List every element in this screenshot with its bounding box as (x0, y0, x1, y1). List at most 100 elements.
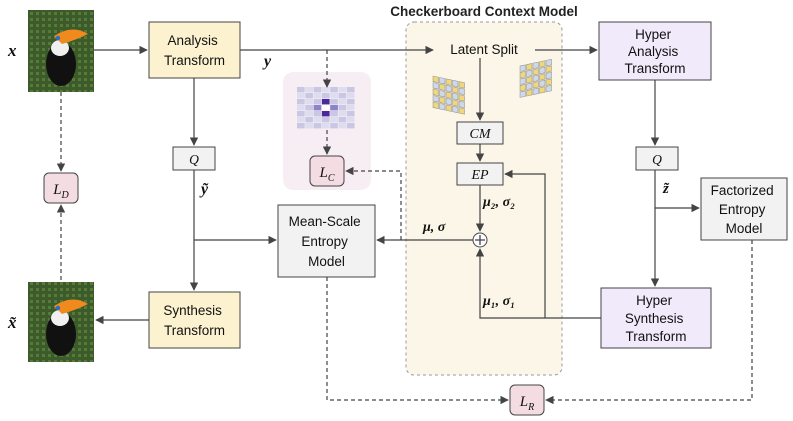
grid-cell (452, 105, 459, 114)
loss-lr-box (509, 384, 545, 416)
grid-cell (452, 99, 459, 107)
hyper-analysis-label: Hyper Analysis Transform (624, 27, 685, 76)
grid-cell (346, 99, 355, 105)
grid-cell (458, 87, 465, 95)
grid-cell (519, 64, 526, 72)
grid-cell (313, 87, 322, 93)
grid-cell (432, 88, 439, 96)
grid-cell (519, 77, 526, 85)
grid-cell (458, 81, 465, 89)
grid-cell (526, 89, 533, 97)
loss-ld-box (43, 172, 79, 204)
grid-cell (445, 84, 452, 93)
grid-cell (338, 93, 347, 99)
grid-cell (445, 97, 452, 106)
grid-cell (445, 104, 452, 112)
grid-cell (305, 117, 313, 123)
grid-cell (297, 123, 305, 129)
grid-cell (458, 100, 465, 108)
grid-cell (526, 76, 533, 84)
latent-split-label: Latent Split (450, 42, 518, 57)
sum-plus-icon (475, 235, 485, 245)
loss-lc-box (309, 155, 345, 187)
grid-cell (313, 111, 322, 117)
grid-cell (445, 78, 452, 86)
grid-cell (330, 123, 338, 129)
factorized-entropy-label: Factorized Entropy Model (711, 183, 778, 236)
grid-cell (452, 92, 459, 101)
grid-cell (432, 82, 439, 90)
grid-cell (321, 117, 330, 123)
grid-cell (439, 77, 446, 85)
grid-cell (545, 72, 552, 80)
grid-cell (338, 111, 347, 117)
context-mask-grid (297, 87, 355, 129)
grid-cell (526, 63, 533, 71)
mean-scale-entropy-block (277, 204, 376, 278)
symbol-x: x (7, 41, 17, 60)
grid-cell (321, 87, 330, 93)
grid-cell (458, 94, 465, 102)
symbol-y: y (262, 53, 272, 70)
factorized-entropy-block (700, 177, 788, 241)
grid-cell (321, 123, 330, 129)
arrow-hyper-synthesis-to-sum (475, 248, 601, 319)
grid-cell (297, 93, 305, 99)
grid-cell (330, 105, 338, 111)
grid-cell (519, 84, 526, 92)
loss-lc-label: LC (318, 165, 334, 184)
grid-cell (458, 107, 465, 115)
grid-cell (338, 105, 347, 111)
symbol-y-hat: ỹ (199, 181, 209, 198)
grid-cell (545, 78, 552, 86)
analysis-transform-block (148, 21, 241, 79)
cm-label: CM (470, 127, 492, 142)
quantizer-hyper-label: Q (652, 152, 662, 167)
symbol-z-hat: z̃ (662, 181, 670, 197)
grid-cell (532, 81, 539, 89)
grid-cell (532, 87, 539, 96)
grid-cell (305, 123, 313, 129)
input-image (28, 10, 94, 92)
symbol-x-hat: x̃ (7, 313, 17, 332)
quantizer-hyper (635, 146, 679, 171)
ep-label: EP (470, 168, 489, 183)
grid-cell (432, 101, 439, 109)
grid-cell (539, 60, 546, 68)
context-model-title: Checkerboard Context Model (390, 4, 578, 19)
grid-cell (297, 111, 305, 117)
grid-cell (532, 74, 539, 83)
grid-cell (330, 117, 338, 123)
grid-cell (313, 123, 322, 129)
reconstructed-image (28, 282, 94, 362)
grid-cell (432, 95, 439, 103)
grid-cell (297, 105, 305, 111)
grid-cell (519, 90, 526, 98)
grid-cell (313, 105, 322, 111)
grid-cell (305, 93, 313, 99)
grid-cell (545, 65, 552, 73)
grid-cell (338, 123, 347, 129)
checkerboard-anchor-grid (432, 75, 465, 115)
grid-cell (439, 90, 446, 98)
grid-cell (321, 105, 330, 111)
grid-cell (321, 99, 330, 105)
grid-cell (338, 117, 347, 123)
symbol-mu1-sigma1: μ₁, σ₁ (482, 294, 515, 309)
hyper-analysis-block (598, 21, 712, 81)
grid-cell (338, 87, 347, 93)
grid-cell (346, 123, 355, 129)
grid-cell (321, 93, 330, 99)
hyper-synthesis-label: Hyper Synthesis Transform (625, 293, 687, 344)
grid-cell (321, 111, 330, 117)
grid-cell (313, 93, 322, 99)
grid-cell (305, 87, 313, 93)
mean-scale-entropy-label: Mean-Scale Entropy Model (289, 214, 365, 269)
quantizer-main-label: Q (189, 152, 199, 167)
dashed-params-to-lc (345, 166, 402, 240)
grid-cell (297, 99, 305, 105)
grid-cell (330, 99, 338, 105)
grid-cell (346, 87, 355, 93)
